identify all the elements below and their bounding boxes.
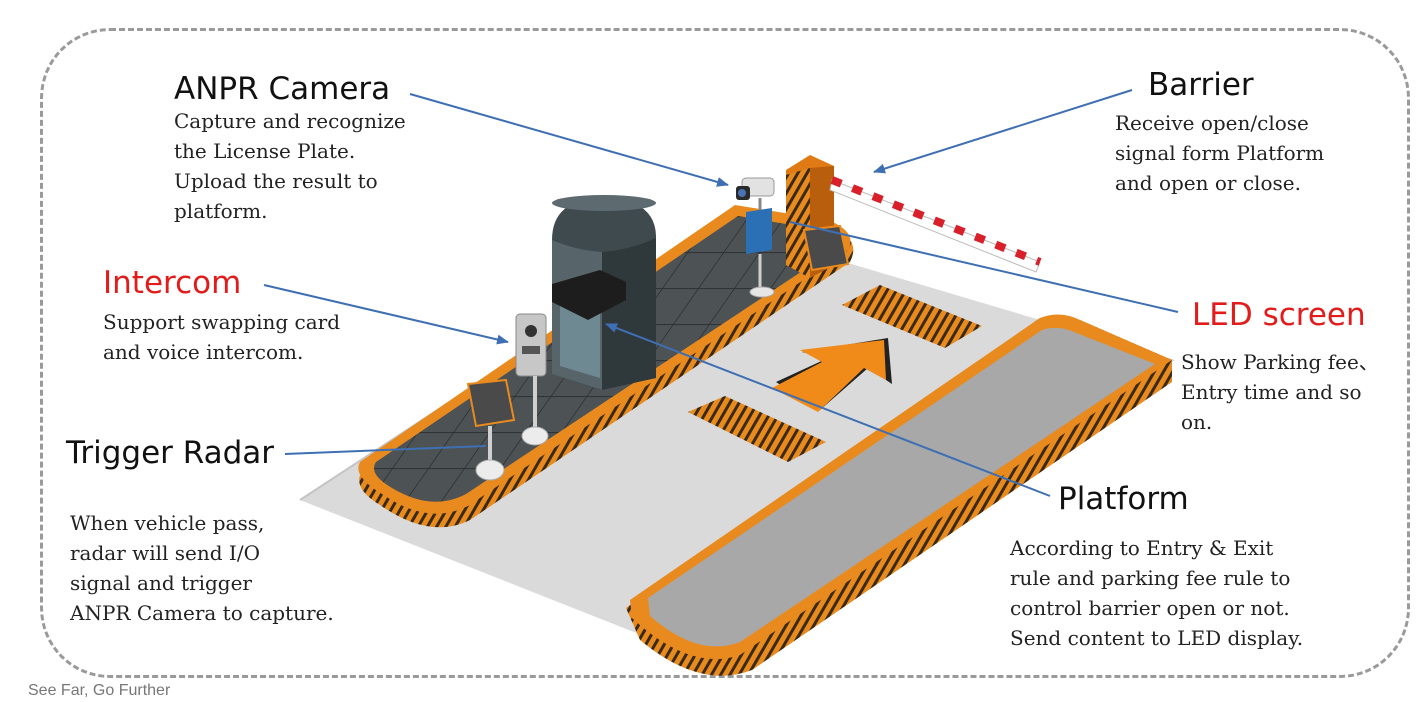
trigger-radar-device bbox=[466, 378, 516, 481]
platform-title: Platform bbox=[1058, 481, 1189, 517]
pointer-intercom bbox=[263, 284, 509, 345]
footer-slogan: See Far, Go Further bbox=[28, 682, 171, 699]
pointer-platform bbox=[605, 323, 1051, 497]
pointer-lines bbox=[263, 89, 1179, 497]
pointer-trigger-radar bbox=[284, 445, 487, 455]
barrier-desc: Receive open/close signal form Platform … bbox=[1115, 111, 1325, 195]
right-sidewalk bbox=[626, 314, 1172, 676]
intercom-desc: Support swapping card and voice intercom… bbox=[103, 310, 341, 364]
pointer-anpr-camera bbox=[409, 93, 729, 187]
platform-desc: According to Entry & Exit rule and parki… bbox=[1010, 536, 1304, 650]
direction-arrow-icon bbox=[772, 338, 892, 412]
anpr-camera-title: ANPR Camera bbox=[174, 71, 391, 107]
booth-icon bbox=[552, 195, 656, 390]
pointer-barrier bbox=[873, 89, 1133, 174]
anpr-camera-desc: Capture and recognize the License Plate.… bbox=[174, 109, 406, 223]
intercom-title: Intercom bbox=[103, 265, 242, 301]
led-screen-icon bbox=[746, 208, 775, 298]
pointer-led-screen bbox=[789, 221, 1179, 313]
led-screen-desc: Show Parking fee、 Entry time and so on. bbox=[1181, 350, 1379, 434]
radar-icon bbox=[802, 224, 850, 272]
led-screen-title: LED screen bbox=[1192, 297, 1366, 333]
trigger-radar-title: Trigger Radar bbox=[66, 435, 275, 471]
dashed-frame bbox=[40, 28, 1410, 678]
intercom-icon bbox=[515, 313, 549, 446]
barrier-title: Barrier bbox=[1148, 67, 1254, 103]
anpr-camera-icon bbox=[736, 177, 775, 212]
trigger-radar-desc: When vehicle pass, radar will send I/O s… bbox=[70, 511, 334, 625]
road-markings bbox=[688, 285, 982, 462]
